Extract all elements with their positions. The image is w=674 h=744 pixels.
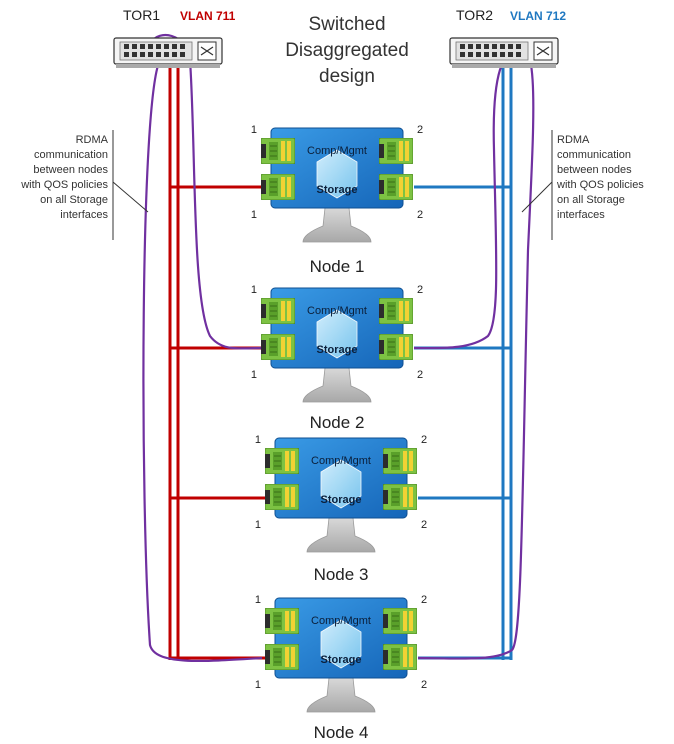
port-number-label: 1: [251, 209, 257, 221]
storage-label: Storage: [317, 344, 358, 356]
hci-cube-icon: [320, 619, 362, 669]
vlan712-bus: [501, 65, 513, 660]
node-name-label: Node 1: [310, 257, 365, 276]
node-name-label: Node 4: [314, 723, 369, 742]
tor2-switch: [449, 37, 559, 68]
monitor-stand: [302, 207, 372, 243]
mgmt-label: Comp/Mgmt: [311, 615, 371, 627]
nic-port-left-storage-icon: [265, 484, 299, 510]
hci-cube-icon: [320, 459, 362, 509]
port-number-label: 2: [421, 519, 427, 531]
right-note-line: between nodes: [557, 164, 632, 176]
port-number-label: 1: [251, 124, 257, 136]
port-number-label: 2: [417, 369, 423, 381]
port-number-label: 2: [417, 209, 423, 221]
port-number-label: 1: [251, 284, 257, 296]
vlan711-bus: [168, 65, 180, 660]
left-rdma-note: RDMA communication between nodes with QO…: [20, 130, 149, 240]
tor2-vlan-label: VLAN 712: [510, 9, 566, 23]
port-number-label: 1: [255, 519, 261, 531]
left-note-line: with QOS policies: [20, 179, 108, 191]
tor1-switch: [113, 37, 223, 68]
port-number-label: 2: [417, 284, 423, 296]
monitor-stand: [306, 677, 376, 713]
right-note-line: on all Storage: [557, 194, 625, 206]
nic-port-right-storage-icon: [383, 644, 417, 670]
nic-port-right-storage-icon: [379, 334, 413, 360]
title-line-2: Disaggregated: [285, 40, 409, 61]
port-number-label: 1: [251, 369, 257, 381]
port-number-label: 1: [255, 594, 261, 606]
right-rdma-note: RDMA communication between nodes with QO…: [521, 130, 644, 240]
nic-port-right-mgmt-icon: [383, 608, 417, 634]
node-name-label: Node 2: [310, 413, 365, 432]
port-number-label: 1: [255, 434, 261, 446]
nic-port-left-mgmt-icon: [265, 448, 299, 474]
left-note-line: communication: [34, 149, 108, 161]
tor1-label: TOR1: [123, 7, 160, 23]
left-note-line: RDMA: [76, 134, 109, 146]
tor2-label: TOR2: [456, 7, 493, 23]
mgmt-label: Comp/Mgmt: [307, 305, 367, 317]
nic-port-left-storage-icon: [265, 644, 299, 670]
port-number-label: 1: [255, 679, 261, 691]
right-note-line: communication: [557, 149, 631, 161]
storage-label: Storage: [317, 184, 358, 196]
nic-port-left-mgmt-icon: [261, 138, 295, 164]
vlan711-node-links: [170, 185, 266, 660]
port-number-label: 2: [417, 124, 423, 136]
right-note-line: with QOS policies: [556, 179, 644, 191]
nic-port-left-storage-icon: [261, 174, 295, 200]
nic-port-left-storage-icon: [261, 334, 295, 360]
hci-cube-icon: [316, 309, 358, 359]
right-note-line: interfaces: [557, 209, 605, 221]
right-note-line: RDMA: [557, 134, 590, 146]
monitor-stand: [302, 367, 372, 403]
title-line-3: design: [319, 66, 375, 87]
diagram-title: Switched Disaggregated design: [285, 14, 409, 87]
node-name-label: Node 3: [314, 565, 369, 584]
left-note-line: interfaces: [60, 209, 108, 221]
hci-cube-icon: [316, 149, 358, 199]
nic-port-right-storage-icon: [383, 484, 417, 510]
monitor-stand: [306, 517, 376, 553]
nic-port-right-storage-icon: [379, 174, 413, 200]
storage-label: Storage: [321, 494, 362, 506]
nic-port-left-mgmt-icon: [261, 298, 295, 324]
port-number-label: 2: [421, 594, 427, 606]
port-number-label: 2: [421, 434, 427, 446]
nic-port-right-mgmt-icon: [379, 138, 413, 164]
nic-port-right-mgmt-icon: [379, 298, 413, 324]
left-note-line: between nodes: [33, 164, 108, 176]
port-number-label: 2: [421, 679, 427, 691]
mgmt-label: Comp/Mgmt: [307, 145, 367, 157]
tor1-vlan-label: VLAN 711: [180, 9, 236, 23]
title-line-1: Switched: [308, 14, 385, 35]
nic-port-left-mgmt-icon: [265, 608, 299, 634]
storage-label: Storage: [321, 654, 362, 666]
nic-port-right-mgmt-icon: [383, 448, 417, 474]
left-note-line: on all Storage: [40, 194, 108, 206]
mgmt-label: Comp/Mgmt: [311, 455, 371, 467]
